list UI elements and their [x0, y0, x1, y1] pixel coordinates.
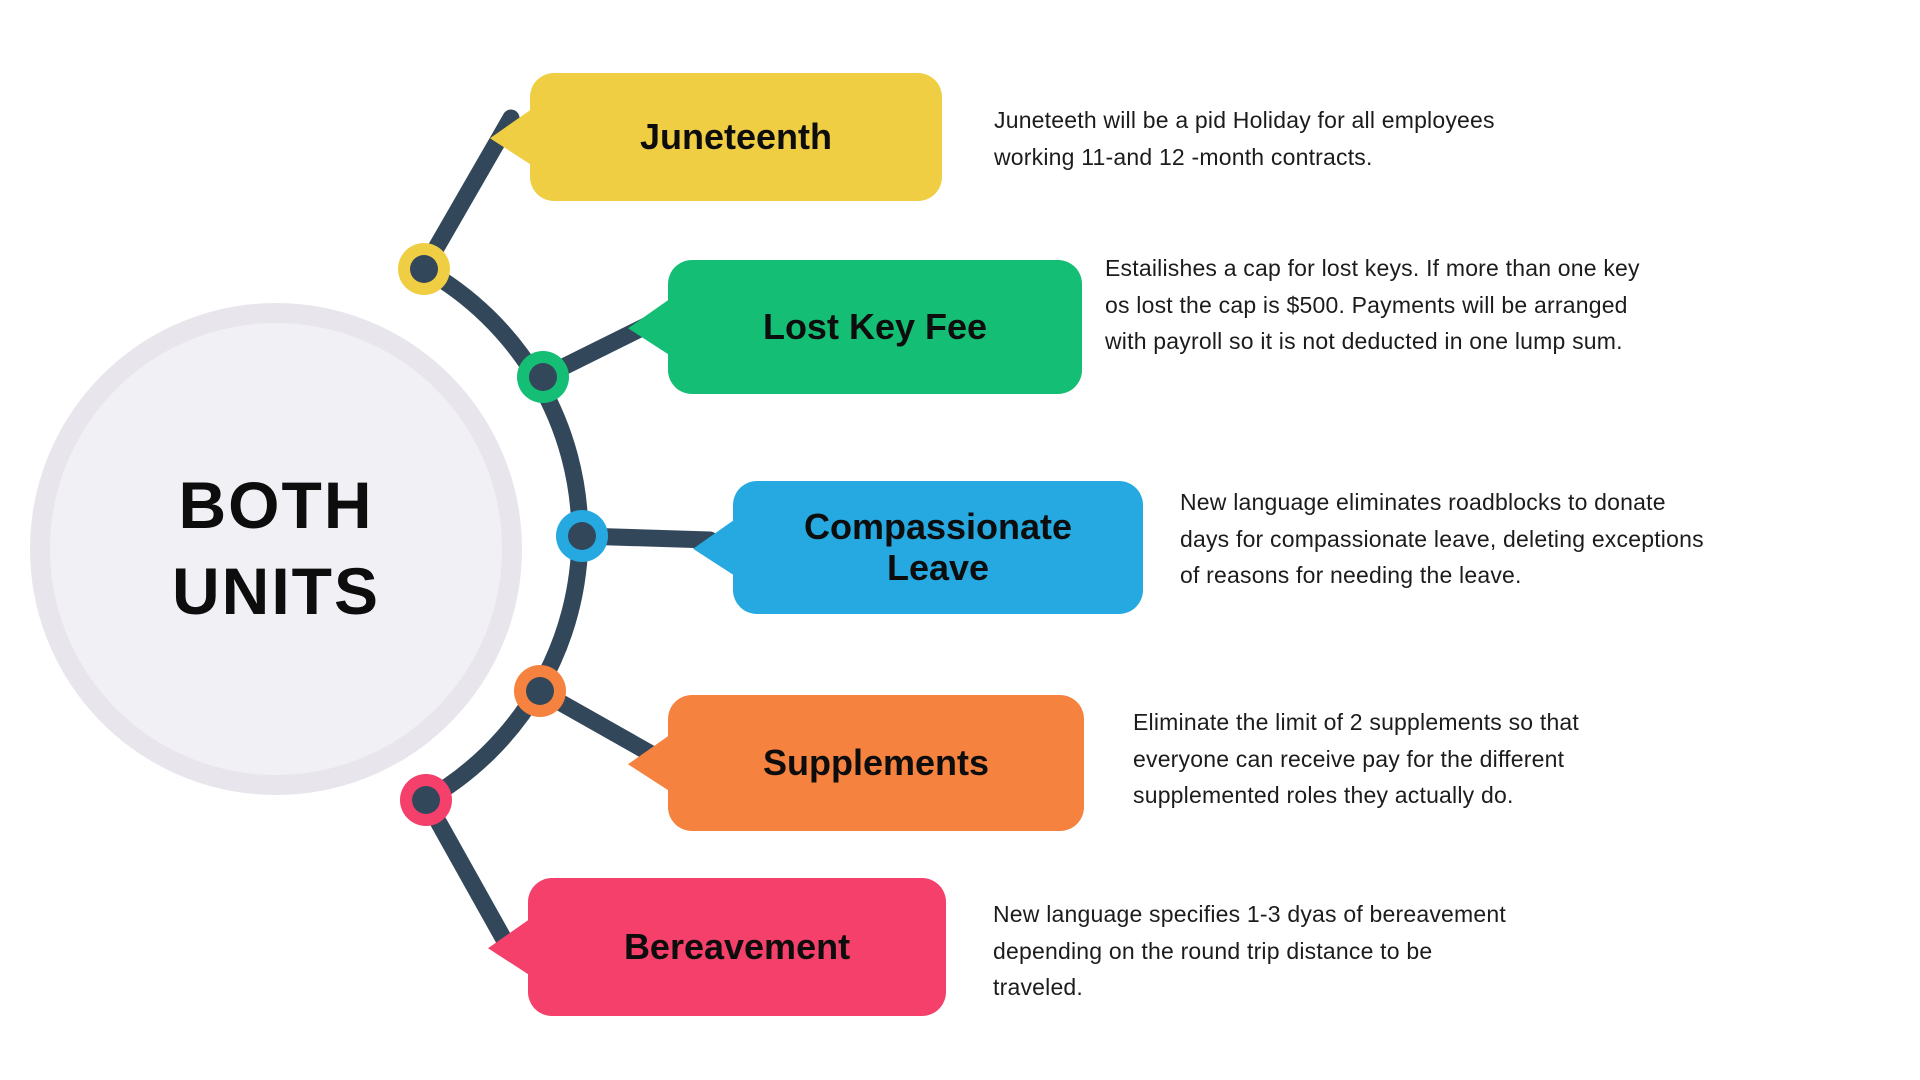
node-compassionate-leave-icon [556, 510, 608, 562]
bubble-supplements: Supplements [628, 695, 1084, 831]
description-bereavement: New language specifies 1-3 dyas of berea… [993, 901, 1506, 1000]
node-juneteenth-icon [398, 243, 450, 295]
description-supplements: Eliminate the limit of 2 supplements so … [1133, 709, 1580, 808]
bubble-lost-key-fee: Lost Key Fee [628, 260, 1082, 394]
bubble-juneteenth: Juneteenth [490, 73, 942, 201]
node-supplements-icon [514, 665, 566, 717]
connector-spoke-juneteenth [415, 109, 520, 278]
bubble-title-supplements: Supplements [762, 741, 990, 783]
connector-spoke-bereavement [417, 791, 520, 961]
bubble-title-bereavement: Bereavement [623, 925, 851, 967]
circle-title: BOTH UNITS [172, 468, 380, 628]
bubble-title-compassionate-leave: Compassionate Leave [803, 506, 1073, 588]
node-lost-key-fee-icon [517, 351, 569, 403]
bubble-compassionate-leave: Compassionate Leave [693, 481, 1143, 614]
description-compassionate-leave: New language eliminates roadblocks to do… [1180, 489, 1704, 588]
description-juneteenth: Juneteeth will be a pid Holiday for all … [994, 107, 1495, 170]
description-lost-key-fee: Estailishes a cap for lost keys. If more… [1105, 255, 1640, 354]
bubble-title-lost-key-fee: Lost Key Fee [762, 305, 988, 347]
node-bereavement-icon [400, 774, 452, 826]
bubble-title-juneteenth: Juneteenth [639, 115, 833, 157]
bubble-bereavement: Bereavement [488, 878, 946, 1016]
